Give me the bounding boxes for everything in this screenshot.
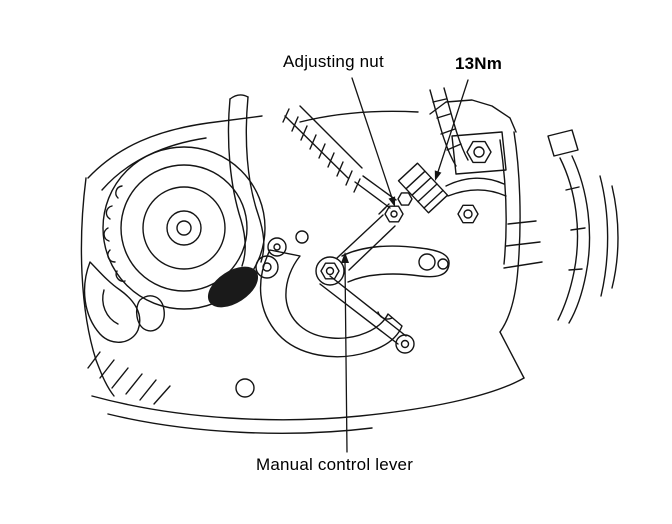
adjusting-nut-leader-line bbox=[351, 77, 395, 205]
lower-left-details bbox=[83, 261, 255, 405]
manual-lever-arrowhead bbox=[341, 252, 349, 263]
top-hoses bbox=[429, 87, 469, 167]
spring-coil bbox=[282, 105, 397, 209]
adjusting-nut-arrowhead bbox=[388, 196, 396, 207]
line-art-root bbox=[80, 77, 619, 453]
case-right-details bbox=[445, 131, 507, 224]
pulley-circles bbox=[102, 146, 266, 310]
leader-lines bbox=[341, 77, 469, 453]
label-torque-13nm: 13Nm bbox=[455, 54, 503, 73]
manual-control-lever bbox=[315, 214, 450, 354]
case-outline bbox=[80, 99, 543, 434]
sector-plate bbox=[259, 230, 403, 358]
torque-leader-line bbox=[435, 79, 469, 179]
label-adjusting-nut: Adjusting nut bbox=[283, 52, 384, 71]
adjusting-nut-assembly bbox=[378, 162, 449, 223]
shift-rod bbox=[207, 94, 279, 308]
right-cable bbox=[547, 129, 619, 324]
manual-lever-leader-line bbox=[344, 261, 348, 453]
label-manual-control-lever: Manual control lever bbox=[256, 455, 414, 474]
torque-arrowhead bbox=[434, 170, 442, 181]
rod-boot bbox=[207, 266, 259, 308]
